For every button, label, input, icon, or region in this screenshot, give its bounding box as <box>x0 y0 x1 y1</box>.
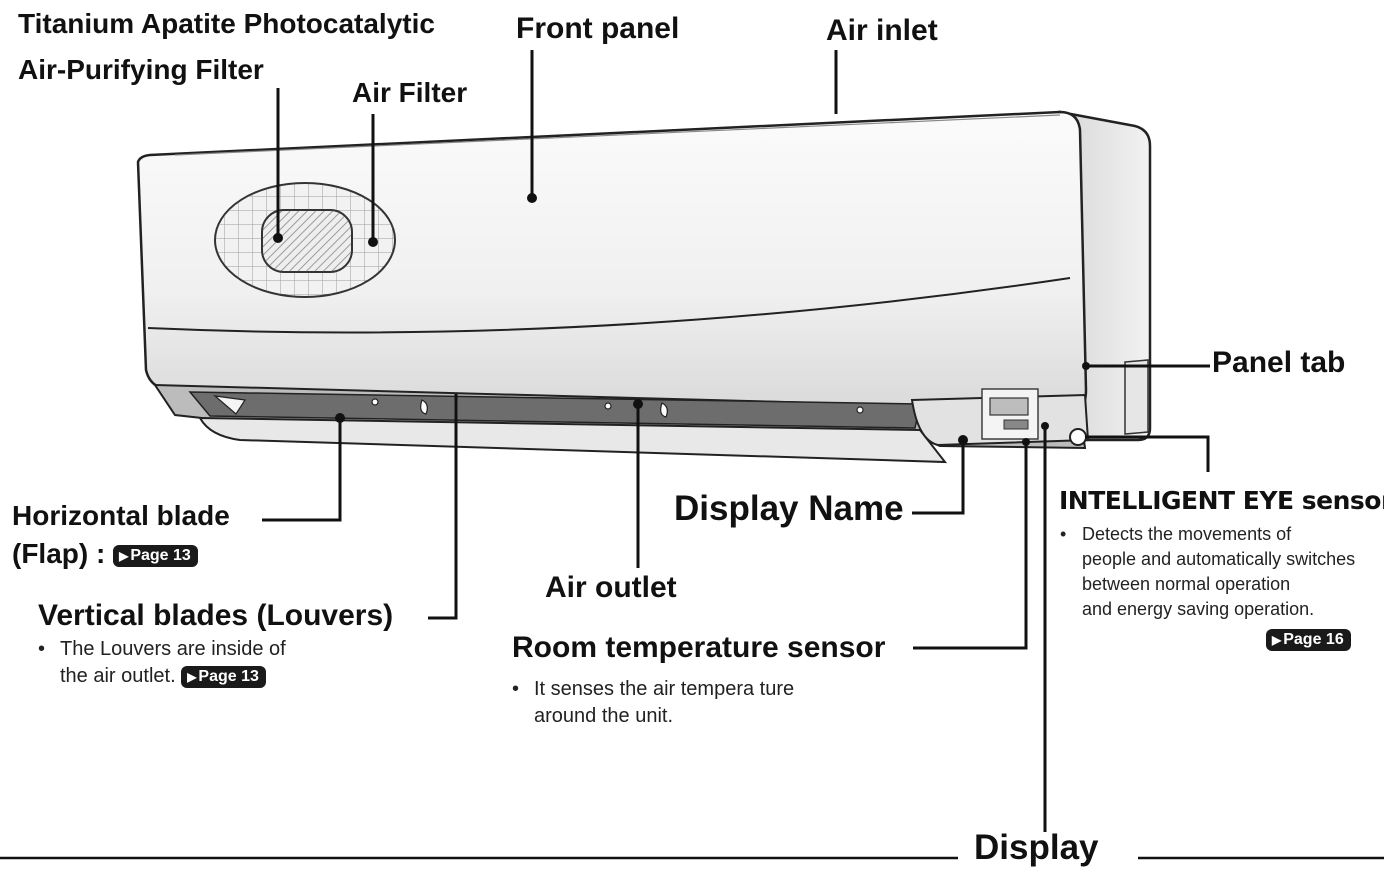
air-filter-window <box>214 182 396 298</box>
triangle-icon: ▶ <box>119 548 129 563</box>
label-horizontal-blade-line1: Horizontal blade <box>12 500 230 531</box>
label-vertical-blades: Vertical blades (Louvers) <box>38 599 394 632</box>
triangle-icon: ▶ <box>1272 633 1282 647</box>
label-flap-text: (Flap) : <box>12 538 106 569</box>
label-front-panel: Front panel <box>516 12 680 45</box>
triangle-icon: ▶ <box>187 669 197 684</box>
note-louvers-line1-text: The Louvers are inside of <box>60 638 286 660</box>
label-horizontal-blade-line2: (Flap) : ▶Page 13 <box>12 538 198 570</box>
note-room-temp-line2: around the unit. <box>534 705 673 727</box>
page-ref-flap[interactable]: ▶Page 13 <box>113 544 198 567</box>
note-louvers-line1: • The Louvers are inside of <box>38 636 286 663</box>
bullet-icon: • <box>512 678 520 700</box>
label-titanium-filter-line2: Air-Purifying Filter <box>18 54 264 85</box>
bullet-icon: • <box>38 638 46 660</box>
bullet-icon: • <box>1060 524 1067 544</box>
label-room-temperature-sensor: Room temperature sensor <box>512 631 886 664</box>
label-air-outlet: Air outlet <box>545 571 677 604</box>
note-eye-line3: between normal operation <box>1082 574 1291 594</box>
note-eye-line2: people and automatically switches <box>1082 549 1356 569</box>
note-intelligent-eye: • Detects the movements of people and aut… <box>1060 522 1355 622</box>
label-display: Display <box>974 828 1099 867</box>
note-room-temp-line1: • It senses the air tempera ture <box>512 676 794 703</box>
note-louvers-line2: the air outlet. ▶Page 13 <box>38 663 286 690</box>
note-eye-line4: and energy saving operation. <box>1082 599 1315 619</box>
note-eye-line1: • Detects the movements of <box>1060 522 1355 547</box>
label-display-name: Display Name <box>674 489 904 528</box>
label-panel-tab: Panel tab <box>1212 346 1346 379</box>
page-ref-louvers-text: Page 13 <box>198 667 259 685</box>
label-intelligent-eye-sensor: INTELLIGENT EYE sensor <box>1059 486 1384 515</box>
page-ref-louvers[interactable]: ▶Page 13 <box>181 665 266 688</box>
page-ref-eye-wrap: ▶Page 16 <box>1266 629 1351 651</box>
indoor-unit-body <box>136 110 1152 464</box>
leader-lines <box>0 50 1384 860</box>
note-room-temp-line1-text: It senses the air tempera ture <box>534 678 795 700</box>
leader-dots <box>273 193 1090 446</box>
page-ref-eye-text: Page 16 <box>1283 631 1344 648</box>
note-louvers: • The Louvers are inside of the air outle… <box>38 636 286 690</box>
label-titanium-filter-line1: Titanium Apatite Photocatalytic <box>18 8 435 39</box>
label-air-inlet: Air inlet <box>826 14 938 47</box>
label-air-filter: Air Filter <box>352 77 468 108</box>
note-eye-line1-text: Detects the movements of <box>1082 524 1292 544</box>
page-ref-eye[interactable]: ▶Page 16 <box>1266 629 1351 651</box>
note-room-temperature: • It senses the air tempera ture around t… <box>512 676 794 730</box>
note-louvers-line2-text: the air outlet. <box>60 665 176 687</box>
page-ref-flap-text: Page 13 <box>130 546 191 564</box>
